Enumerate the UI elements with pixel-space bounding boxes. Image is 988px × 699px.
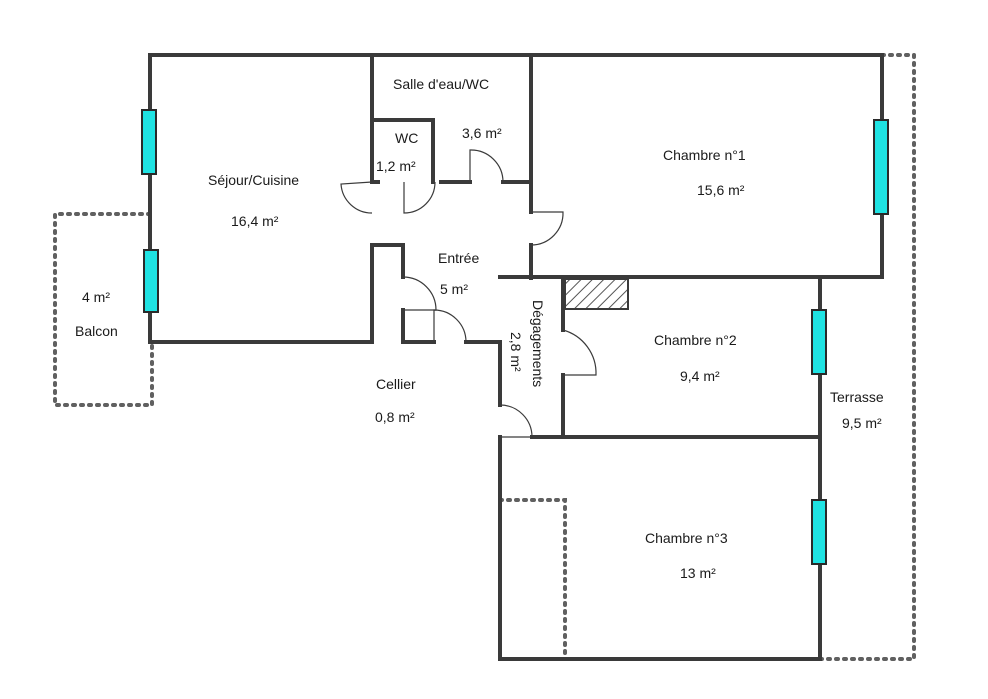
chambre3-name: Chambre n°3	[645, 530, 728, 546]
chambre1-door	[530, 211, 564, 246]
chambre3-dotted-outline	[498, 498, 567, 661]
cellier-name: Cellier	[376, 376, 416, 392]
windows	[141, 109, 889, 565]
salle-name: Salle d'eau/WC	[393, 76, 489, 92]
chambre1-area: 15,6 m²	[697, 182, 745, 198]
dotted-outlines	[53, 53, 916, 661]
hatched-block	[564, 278, 629, 310]
sejour-window-top	[141, 109, 157, 175]
sejour-door	[340, 181, 373, 214]
degagements-name: Dégagements	[530, 300, 546, 387]
chambre3-door	[499, 404, 533, 438]
entree-name: Entrée	[438, 250, 479, 266]
salle-door	[469, 149, 504, 183]
sejour-name: Séjour/Cuisine	[208, 172, 299, 188]
doors	[340, 149, 597, 438]
terrasse-name: Terrasse	[830, 389, 884, 405]
salle-area: 3,6 m²	[462, 125, 502, 141]
entree-door	[433, 309, 467, 343]
chambre2-name: Chambre n°2	[654, 332, 737, 348]
wc-door	[403, 181, 436, 214]
terrasse-area: 9,5 m²	[842, 415, 882, 431]
balcon-name: Balcon	[75, 323, 118, 339]
chambre3-area: 13 m²	[680, 565, 716, 581]
chambre2-door	[562, 329, 597, 376]
chambre2-area: 9,4 m²	[680, 368, 720, 384]
chambre2-window	[811, 309, 827, 375]
chambre1-name: Chambre n°1	[663, 147, 746, 163]
chambre3-window	[811, 499, 827, 565]
entree-area: 5 m²	[440, 281, 468, 297]
cellier-door	[402, 276, 437, 311]
wc-area: 1,2 m²	[376, 158, 416, 174]
room-labels: Séjour/Cuisine 16,4 m² Salle d'eau/WC 3,…	[75, 76, 884, 581]
balcon-outline	[53, 212, 154, 407]
balcon-area: 4 m²	[82, 289, 110, 305]
chambre1-window	[873, 119, 889, 215]
degagements-area: 2,8 m²	[508, 332, 524, 372]
sejour-window-bottom	[143, 249, 159, 313]
terrasse-outline	[818, 53, 916, 661]
walls	[148, 53, 884, 661]
sejour-area: 16,4 m²	[231, 213, 279, 229]
wc-name: WC	[395, 130, 418, 146]
cellier-area: 0,8 m²	[375, 409, 415, 425]
